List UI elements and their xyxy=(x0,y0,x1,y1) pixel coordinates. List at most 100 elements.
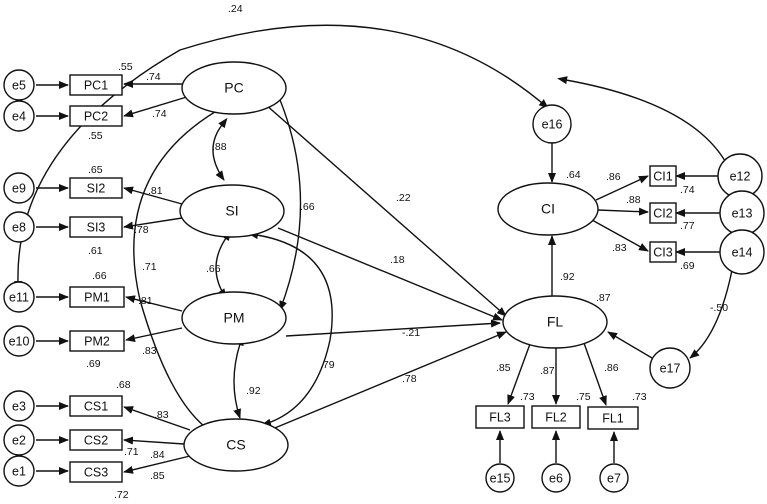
error-e13-label: e13 xyxy=(732,206,753,220)
r2-cs1-label: .68 xyxy=(116,379,131,391)
cov-pc-cs-label: .71 xyxy=(142,261,157,273)
error-e11: e11 xyxy=(3,281,35,313)
indicator-pm2-label: PM2 xyxy=(84,334,110,348)
loading-ci-ci2-label: .88 xyxy=(626,194,641,206)
error-e7-label: e7 xyxy=(607,471,621,485)
error-e16: e16 xyxy=(532,104,572,144)
path-si-si3 xyxy=(123,217,183,230)
loading-cs-cs3-label: .85 xyxy=(150,470,165,482)
cov-si-cs-label: .79 xyxy=(320,359,335,371)
indicator-pm1-label: PM1 xyxy=(84,290,110,304)
indicator-fl2: FL2 xyxy=(531,405,581,429)
path-ci-ci3 xyxy=(591,219,649,252)
error-e4: e4 xyxy=(3,100,35,132)
cov-e11-e16-label: .24 xyxy=(228,3,243,15)
error-e7: e7 xyxy=(599,463,629,493)
latent-fl-label: FL xyxy=(547,314,564,330)
error-e13: e13 xyxy=(719,190,765,236)
latent-ci: CI xyxy=(497,182,599,236)
latent-pm: PM xyxy=(181,291,287,345)
loading-cs-cs1-label: .83 xyxy=(154,409,169,421)
indicator-ci1: CI1 xyxy=(649,165,677,187)
indicator-si3: SI3 xyxy=(69,216,123,238)
error-e15: e15 xyxy=(485,463,515,493)
indicator-pm1: PM1 xyxy=(69,286,125,308)
error-e3-label: e3 xyxy=(12,399,26,413)
path-fl-ci-label: .92 xyxy=(560,271,575,283)
error-e17-label: e17 xyxy=(660,361,681,375)
error-e10-label: e10 xyxy=(9,334,30,348)
error-e8: e8 xyxy=(3,211,35,243)
latent-pc: PC xyxy=(181,61,287,115)
cov-pc-si-label: .88 xyxy=(212,141,227,153)
r2-ci-label: .64 xyxy=(566,169,581,181)
r2-pc1-label: .55 xyxy=(118,61,133,73)
indicator-fl1-label: FL1 xyxy=(602,411,624,425)
r2-cs3-label: .72 xyxy=(114,489,129,501)
indicator-pc1-label: PC1 xyxy=(84,78,108,92)
error-e4-label: e4 xyxy=(12,109,26,123)
error-e1-label: e1 xyxy=(12,464,26,478)
indicator-pc1: PC1 xyxy=(69,74,123,96)
path-pc-fl-label: .22 xyxy=(396,192,411,204)
cov-pc-pm-label: .66 xyxy=(300,201,315,213)
error-e1: e1 xyxy=(3,455,35,487)
error-e6: e6 xyxy=(541,463,571,493)
indicator-cs1-label: CS1 xyxy=(84,399,108,413)
path-cs-fl-label: .78 xyxy=(402,373,417,385)
r2-fl2-label: .75 xyxy=(576,391,591,403)
path-ci-ci2 xyxy=(597,207,649,216)
error-e16-label: e16 xyxy=(542,117,563,131)
path-pm-fl xyxy=(285,319,501,337)
cov-pm-cs-label: .92 xyxy=(246,385,261,397)
path-cs-fl xyxy=(269,331,507,431)
indicator-fl1: FL1 xyxy=(587,406,639,430)
indicator-ci3-label: CI3 xyxy=(653,245,673,259)
r2-ci3-label: .69 xyxy=(680,260,695,272)
loading-fl-fl2-label: .87 xyxy=(540,365,555,377)
indicator-si2-label: SI2 xyxy=(87,181,106,195)
loading-pc-pc2-label: .74 xyxy=(152,108,167,120)
r2-pm1-label: .66 xyxy=(92,270,107,282)
error-e9-label: e9 xyxy=(12,181,26,195)
path-ci-ci1 xyxy=(595,175,649,201)
latent-pc-label: PC xyxy=(224,80,243,96)
error-e9: e9 xyxy=(3,172,35,204)
indicator-ci2: CI2 xyxy=(649,202,677,224)
r2-fl3-label: .73 xyxy=(520,391,535,403)
indicator-fl3: FL3 xyxy=(475,405,525,429)
cov-e16-e17-label: -.50 xyxy=(710,302,728,314)
error-e12-label: e12 xyxy=(730,169,751,183)
error-e2-label: e2 xyxy=(12,433,26,447)
cov-pm-cs xyxy=(233,335,244,419)
path-cs-cs3 xyxy=(123,455,191,474)
error-e12: e12 xyxy=(717,153,763,199)
error-e2: e2 xyxy=(3,424,35,456)
error-e3: e3 xyxy=(3,390,35,422)
latent-si: SI xyxy=(179,184,285,238)
loading-fl-fl1-label: .86 xyxy=(604,362,619,374)
loading-ci-ci3-label: .83 xyxy=(612,242,627,254)
path-e17-fl xyxy=(607,331,653,359)
r2-pm2-label: .69 xyxy=(86,358,101,370)
loading-fl-fl3-label: .85 xyxy=(496,362,511,374)
path-si-si2 xyxy=(123,186,183,205)
indicator-pc2-label: PC2 xyxy=(84,109,108,123)
path-si-fl xyxy=(277,227,503,321)
error-e11-label: e11 xyxy=(9,290,29,304)
indicator-ci2-label: CI2 xyxy=(653,206,673,220)
error-e14: e14 xyxy=(719,229,765,275)
indicator-pc2: PC2 xyxy=(69,105,123,127)
r2-si2-label: .65 xyxy=(88,164,103,176)
indicator-cs3-label: CS3 xyxy=(84,465,108,479)
loading-cs-cs2-label: .84 xyxy=(150,449,165,461)
loading-si-si2-label: .81 xyxy=(148,185,163,197)
path-cs-cs2 xyxy=(123,436,185,445)
loading-pc-pc1-label: .74 xyxy=(146,71,161,83)
error-e10: e10 xyxy=(3,325,35,357)
path-pm-pm1 xyxy=(125,295,183,312)
r2-ci1-label: .74 xyxy=(680,184,695,196)
loading-ci-ci1-label: .86 xyxy=(606,171,621,183)
error-e14-label: e14 xyxy=(732,245,753,259)
